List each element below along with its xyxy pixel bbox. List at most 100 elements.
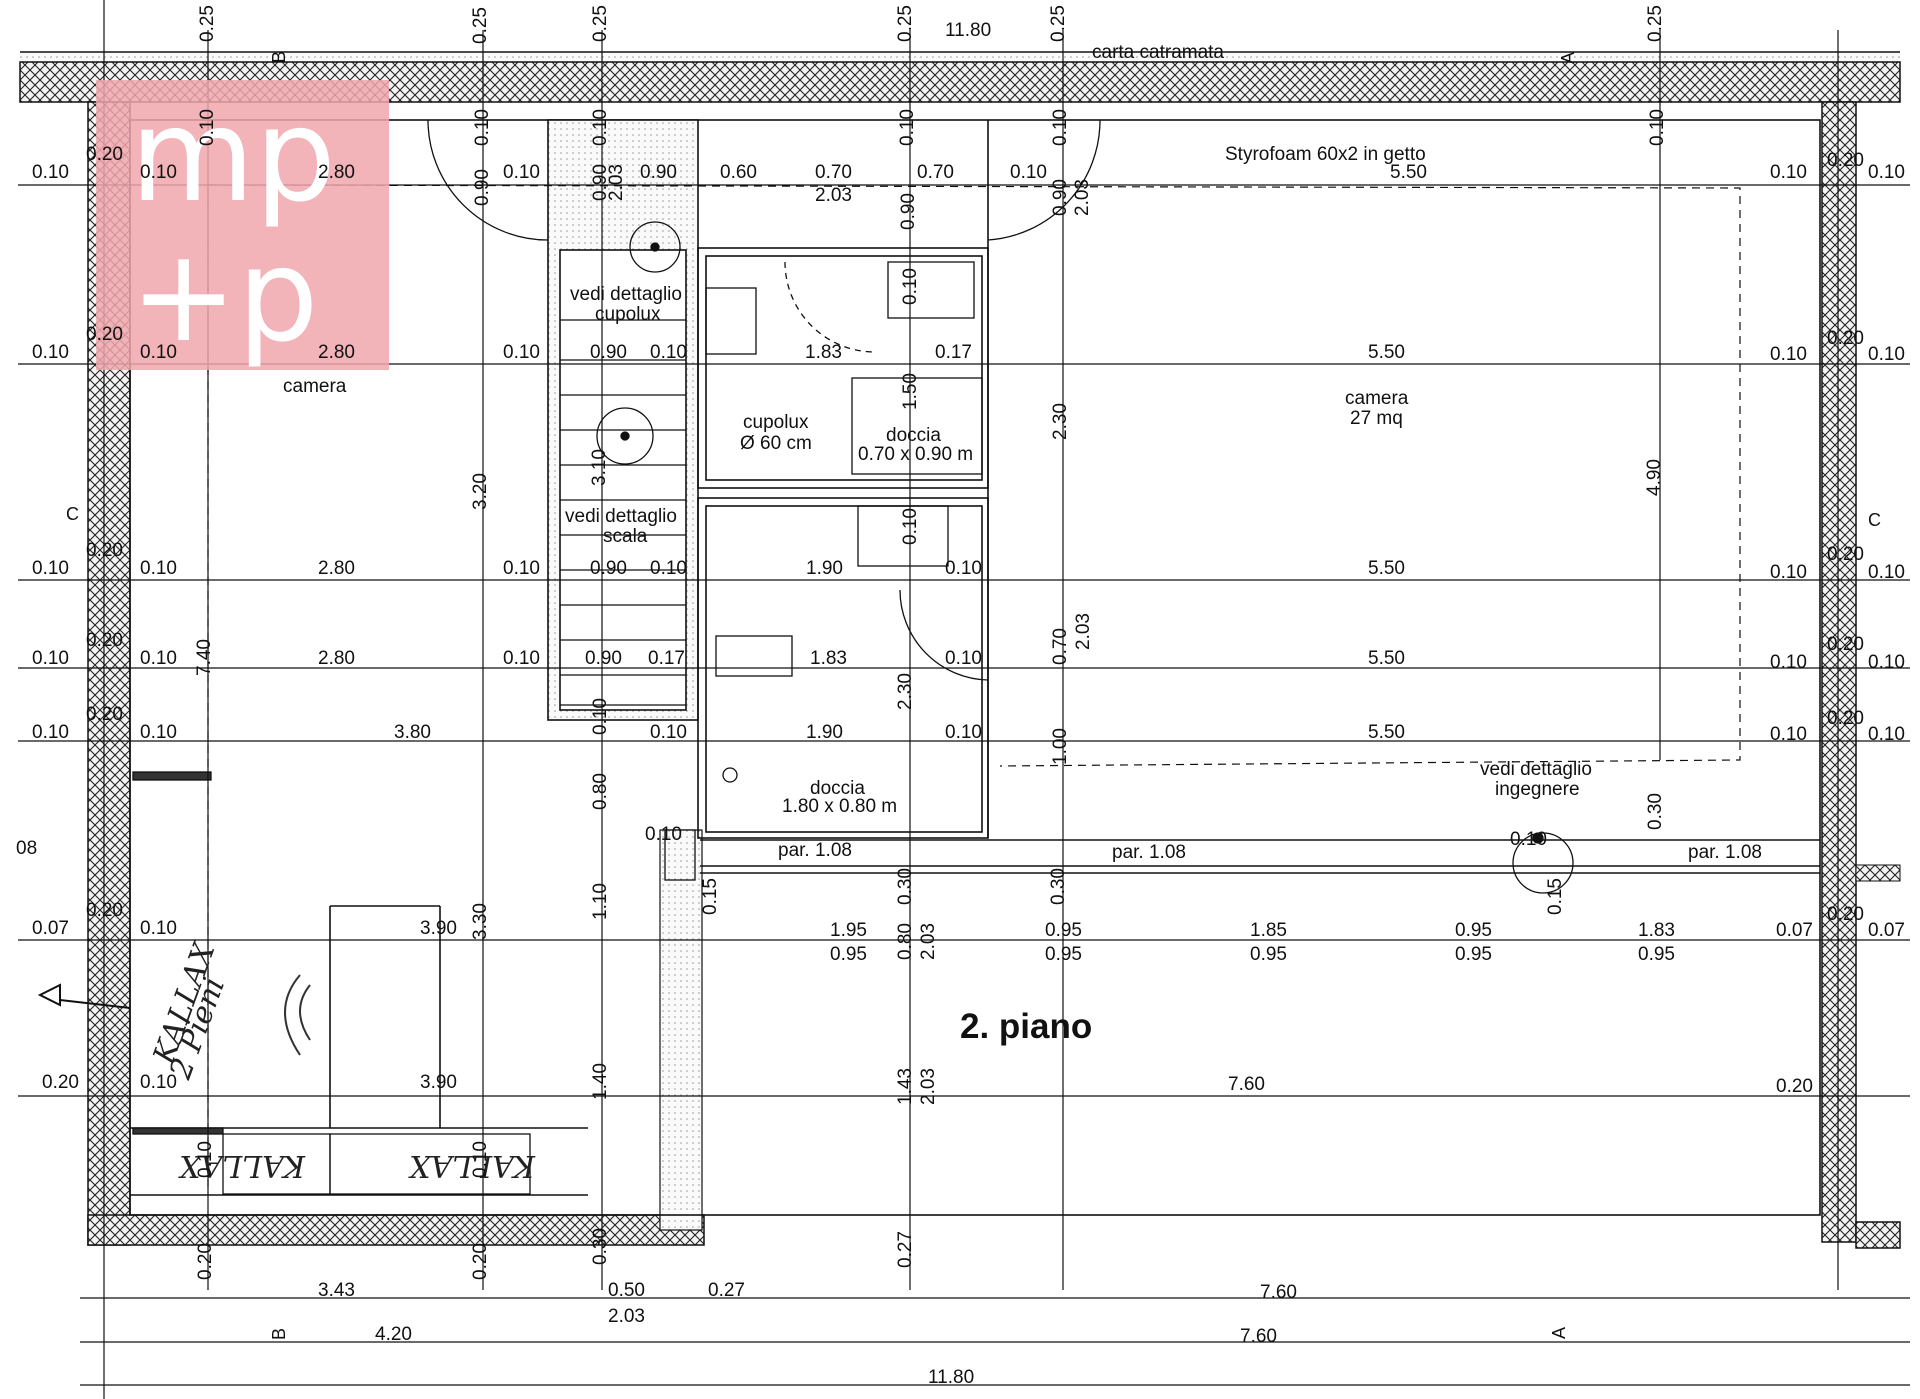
svg-text:2.03: 2.03 — [1072, 179, 1093, 216]
svg-text:2.30: 2.30 — [1050, 403, 1071, 440]
parapet-2: par. 1.08 — [1112, 842, 1186, 863]
inner-walls — [129, 119, 1821, 1216]
dim-row-7: 0.20 0.10 3.90 7.60 0.20 — [42, 1072, 1813, 1097]
svg-text:0.90: 0.90 — [1050, 179, 1071, 216]
svg-text:0.20: 0.20 — [86, 144, 123, 165]
detail-cupolux-1: vedi dettaglio — [570, 284, 682, 305]
svg-text:0.15: 0.15 — [700, 878, 721, 915]
svg-text:2.03: 2.03 — [1073, 613, 1094, 650]
svg-text:0.95: 0.95 — [1455, 944, 1492, 965]
room-cupolux-size: Ø 60 cm — [740, 433, 812, 454]
detail-scala-1: vedi dettaglio — [565, 506, 677, 527]
svg-text:0.10: 0.10 — [1647, 109, 1668, 146]
svg-text:0.10: 0.10 — [1010, 162, 1047, 183]
svg-text:1.50: 1.50 — [900, 373, 921, 410]
logo-line-1: mp — [130, 82, 336, 231]
svg-text:0.10: 0.10 — [590, 698, 611, 735]
section-a-top: A — [1558, 52, 1578, 64]
svg-text:0.10: 0.10 — [140, 162, 177, 183]
room-doccia-large: doccia — [810, 778, 865, 799]
dim-row-1: 0.10 0.20 0.10 2.80 0.10 0.90 0.60 0.70 … — [32, 144, 1905, 206]
svg-text:1.83: 1.83 — [805, 342, 842, 363]
svg-text:0.50: 0.50 — [608, 1280, 645, 1301]
staircase — [560, 319, 686, 706]
svg-text:5.50: 5.50 — [1368, 558, 1405, 579]
section-c-left: C — [66, 504, 79, 524]
svg-text:2.03: 2.03 — [815, 185, 852, 206]
section-b-bottom: B — [269, 1328, 289, 1340]
svg-text:3.90: 3.90 — [420, 1072, 457, 1093]
parapet-3: par. 1.08 — [1688, 842, 1762, 863]
svg-text:0.10: 0.10 — [900, 268, 921, 305]
svg-text:0.20: 0.20 — [1827, 150, 1864, 171]
section-b-top: B — [269, 51, 289, 63]
svg-text:0.20: 0.20 — [195, 1243, 216, 1280]
svg-text:0.07: 0.07 — [1868, 920, 1905, 941]
svg-text:0.25: 0.25 — [895, 5, 916, 42]
svg-text:0.10: 0.10 — [140, 558, 177, 579]
svg-text:0.95: 0.95 — [1638, 944, 1675, 965]
svg-text:0.10: 0.10 — [945, 722, 982, 743]
svg-text:0.20: 0.20 — [1827, 544, 1864, 565]
svg-text:4.90: 4.90 — [1644, 459, 1665, 496]
svg-text:0.25: 0.25 — [1645, 5, 1666, 42]
svg-text:2.80: 2.80 — [318, 162, 355, 183]
svg-text:0.10: 0.10 — [32, 162, 69, 183]
company-logo: mp +p — [96, 80, 389, 371]
svg-text:0.10: 0.10 — [472, 109, 493, 146]
svg-text:0.20: 0.20 — [470, 1243, 491, 1280]
room-camera-right: camera — [1345, 388, 1409, 409]
svg-text:0.27: 0.27 — [895, 1231, 916, 1268]
svg-text:0.10: 0.10 — [1868, 652, 1905, 673]
svg-text:0.90: 0.90 — [590, 342, 627, 363]
top-dimensions: 0.25 11.80 0.25 0.25 0.25 0.25 0.25 — [197, 5, 1666, 44]
svg-text:0.60: 0.60 — [720, 162, 757, 183]
dim-row-6: 0.07 0.20 0.10 3.90 1.95 0.95 0.95 0.95 … — [32, 900, 1905, 965]
svg-text:0.25: 0.25 — [1048, 5, 1069, 42]
svg-text:0.10: 0.10 — [1770, 652, 1807, 673]
exterior-walls — [87, 101, 1901, 1249]
svg-text:0.80: 0.80 — [590, 773, 611, 810]
svg-text:0.10: 0.10 — [32, 722, 69, 743]
svg-text:3.80: 3.80 — [394, 722, 431, 743]
svg-text:0.25: 0.25 — [197, 5, 218, 42]
roof-note: carta catramata — [1092, 42, 1224, 63]
svg-text:0.10: 0.10 — [140, 648, 177, 669]
svg-text:2.03: 2.03 — [918, 923, 939, 960]
svg-text:0.10: 0.10 — [140, 722, 177, 743]
svg-text:0.30: 0.30 — [1645, 793, 1666, 830]
fixtures — [37, 119, 1574, 1195]
svg-text:0.10: 0.10 — [1868, 344, 1905, 365]
svg-text:0.10: 0.10 — [1770, 562, 1807, 583]
detail-cupolux-2: cupolux — [595, 304, 661, 325]
svg-text:0.10: 0.10 — [32, 648, 69, 669]
svg-text:0.90: 0.90 — [640, 162, 677, 183]
svg-text:0.27: 0.27 — [708, 1280, 745, 1301]
svg-text:0.10: 0.10 — [140, 1072, 177, 1093]
svg-text:0.10: 0.10 — [650, 558, 687, 579]
kallax-note-2: KALLAX — [408, 1148, 536, 1183]
svg-text:1.10: 1.10 — [590, 883, 611, 920]
svg-text:0.20: 0.20 — [42, 1072, 79, 1093]
dim-row-2: 0.10 0.20 0.10 2.80 0.10 0.90 0.10 1.83 … — [32, 324, 1905, 365]
svg-text:1.90: 1.90 — [806, 558, 843, 579]
kallax-note-1: KALLAX — [178, 1148, 306, 1183]
svg-text:2.80: 2.80 — [318, 648, 355, 669]
room-camera-area: 27 mq — [1350, 408, 1403, 429]
svg-text:1.85: 1.85 — [1250, 920, 1287, 941]
svg-text:0.95: 0.95 — [1045, 920, 1082, 941]
svg-text:3.30: 3.30 — [470, 903, 491, 940]
bottom-dimensions: 3.43 0.50 0.27 7.60 2.03 4.20 7.60 11.80 — [318, 1280, 1297, 1388]
svg-text:0.10: 0.10 — [650, 342, 687, 363]
svg-text:7.60: 7.60 — [1228, 1074, 1265, 1095]
section-a-bottom: A — [1549, 1327, 1569, 1339]
bottom-sub-dim: 2.03 — [608, 1306, 645, 1327]
svg-text:5.50: 5.50 — [1390, 162, 1427, 183]
svg-text:0.95: 0.95 — [1045, 944, 1082, 965]
svg-text:0.10: 0.10 — [197, 109, 218, 146]
svg-text:4.20: 4.20 — [375, 1324, 412, 1345]
dim-row-5: 0.10 0.20 0.10 3.80 0.10 1.90 0.10 5.50 … — [32, 704, 1905, 745]
svg-text:3.90: 3.90 — [420, 918, 457, 939]
dim-row-4: 0.10 0.20 0.10 2.80 0.10 0.90 0.17 1.83 … — [32, 630, 1905, 673]
svg-text:7.60: 7.60 — [1240, 1326, 1277, 1347]
